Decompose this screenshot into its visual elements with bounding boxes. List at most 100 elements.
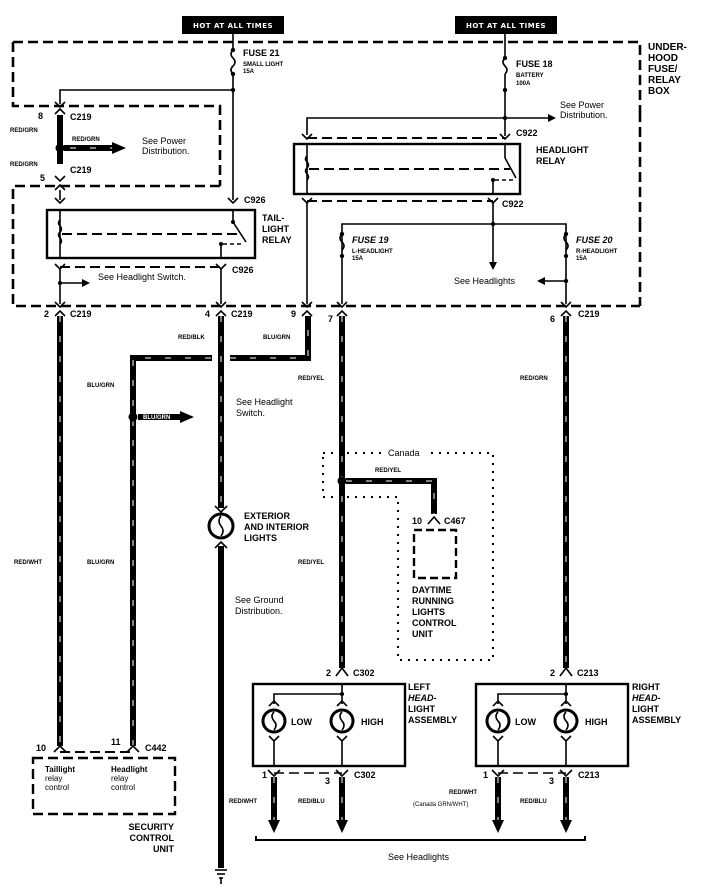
fuse-19: FUSE 19 L-HEADLIGHT 15A — [339, 231, 393, 262]
fuse20-rating: 15A — [576, 256, 588, 262]
security-headlight-1: Headlight — [111, 765, 148, 774]
c219-a-label: C219 — [70, 309, 92, 319]
headlight-relay: HEADLIGHT RELAY — [292, 142, 589, 196]
c302-bot-pin3: 3 — [325, 776, 330, 786]
exterior-interior-lights-bulb: EXTERIOR AND INTERIOR LIGHTS — [207, 505, 310, 549]
left-low-label: LOW — [291, 717, 312, 727]
drl-unit-label-2: RUNNING — [412, 596, 454, 606]
arrow-down-icon — [268, 820, 280, 833]
security-name-1: SECURITY — [128, 822, 174, 832]
c442-pin11: 11 — [111, 737, 121, 747]
c442-label: C442 — [145, 743, 167, 753]
security-name-3: UNIT — [153, 844, 174, 854]
security-headlight-3: control — [111, 783, 135, 792]
see-power-2-line1: See Power — [560, 100, 604, 110]
c213-bot-label: C213 — [578, 770, 600, 780]
c467-label: C467 — [444, 516, 466, 526]
wire-label-red-wht-r-bot-note: (Canada GRN/WHT) — [413, 802, 468, 808]
hot-at-all-times-banner-left: HOT AT ALL TIMES — [182, 16, 284, 34]
c926-bottom-label: C926 — [232, 265, 254, 275]
c442-pin10: 10 — [36, 743, 46, 753]
arrow-right-icon — [82, 279, 90, 287]
security-taillight-2: relay — [45, 774, 62, 783]
c219-c-label: C219 — [578, 309, 600, 319]
taillight-relay: C926 TAIL- LIGHT RELAY — [45, 140, 292, 260]
underhood-label-line3: FUSE/ — [648, 64, 678, 75]
wire-label-blu-grn-arrow: BLU/GRN — [143, 415, 170, 421]
canada-drl-region: Canada RED/YEL 10 C467 DAYTIME RUNNING L… — [322, 448, 494, 661]
security-headlight-2: relay — [111, 774, 128, 783]
right-low-label: LOW — [515, 717, 536, 727]
c467-pin: 10 — [412, 516, 422, 526]
see-headlight-switch-1: See Headlight Switch. — [98, 272, 186, 282]
c213-bot-pin3: 3 — [549, 776, 554, 786]
c219-pin7: 7 — [328, 314, 333, 324]
fuse19-desc: L-HEADLIGHT — [352, 249, 393, 255]
taillight-relay-label-1: TAIL- — [262, 213, 284, 223]
security-taillight-1: Taillight — [45, 765, 75, 774]
arrow-down-icon — [560, 820, 572, 833]
left-headlight-label-2: HEAD- — [408, 693, 437, 703]
c302-top-label: C302 — [353, 668, 375, 678]
ext-int-lights-label-2: AND INTERIOR — [244, 522, 310, 532]
c219-second-label: C219 — [70, 165, 92, 175]
c219-pin8: 8 — [38, 111, 43, 121]
banner-left-text: HOT AT ALL TIMES — [193, 22, 273, 30]
fuse21-rating: 15A — [243, 69, 255, 75]
headlight-relay-label-2: RELAY — [536, 156, 566, 166]
see-power-1-line1: See Power — [142, 136, 186, 146]
drl-unit-label-4: CONTROL — [412, 618, 457, 628]
security-name-2: CONTROL — [130, 833, 175, 843]
see-headlights-1: See Headlights — [454, 276, 516, 286]
see-headlight-switch-2-line1: See Headlight — [236, 397, 293, 407]
see-power-2-line2: Distribution. — [560, 110, 608, 120]
security-control-unit: 10 11 C442 Taillight relay control Headl… — [31, 737, 177, 854]
c219-pin5: 5 — [40, 173, 45, 183]
ext-int-lights-label-1: EXTERIOR — [244, 511, 291, 521]
underhood-label-line1: UNDER- — [648, 42, 687, 53]
c219-top-label: C219 — [70, 112, 92, 122]
ground-icon — [215, 869, 227, 884]
left-headlight-label-4: ASSEMBLY — [408, 715, 457, 725]
drl-unit-label-3: LIGHTS — [412, 607, 445, 617]
see-ground-line1: See Ground — [235, 595, 284, 605]
wire-label-red-wht-r-bot: RED/WHT — [449, 790, 477, 796]
right-high-label: HIGH — [585, 717, 608, 727]
left-headlight-assembly: 2 C302 LOW HIGH LEFT HEAD- LIGHT ASSEMBL… — [251, 666, 457, 768]
c922-bottom-label: C922 — [502, 199, 524, 209]
c302-bot-label: C302 — [354, 770, 376, 780]
underhood-label-line2: HOOD — [648, 53, 678, 64]
c302-top-pin: 2 — [326, 668, 331, 678]
c213-bot-pin1: 1 — [483, 770, 488, 780]
drl-unit-label-5: UNIT — [412, 629, 433, 639]
fuse21-name: FUSE 21 — [243, 48, 280, 58]
c922-top-label: C922 — [516, 128, 538, 138]
headlight-relay-label-1: HEADLIGHT — [536, 145, 589, 155]
wire-label-red-yel-1: RED/YEL — [298, 376, 324, 382]
c213-top-pin: 2 — [550, 668, 555, 678]
fuse-21: FUSE 21 SMALL LIGHT 15A — [230, 34, 284, 140]
fuse20-desc: R-HEADLIGHT — [576, 249, 618, 255]
fuse-18: FUSE 18 BATTERY 100A — [502, 34, 553, 136]
fuse19-rating: 15A — [352, 256, 364, 262]
right-headlight-label-4: ASSEMBLY — [632, 715, 681, 725]
arrow-down-icon — [336, 820, 348, 833]
underhood-label-line4: RELAY — [648, 75, 681, 86]
fuse18-rating: 100A — [516, 81, 531, 87]
wire-label-red-wht-l-bot: RED/WHT — [229, 799, 257, 805]
left-headlight-label-1: LEFT — [408, 682, 431, 692]
see-power-1-line2: Distribution. — [142, 146, 190, 156]
fuse18-desc: BATTERY — [516, 73, 544, 79]
fuse20-name: FUSE 20 — [576, 235, 613, 245]
fuse18-name: FUSE 18 — [516, 59, 553, 69]
underhood-label: UNDER- HOOD FUSE/ RELAY BOX — [648, 42, 687, 97]
right-headlight-label-2: HEAD- — [632, 693, 661, 703]
wire-label-red-blu-l-bot: RED/BLU — [298, 799, 325, 805]
c219-pin4: 4 — [205, 309, 210, 319]
c219-b-label: C219 — [231, 309, 253, 319]
wire-label-red-grn-2: RED/GRN — [72, 137, 100, 143]
see-headlight-switch-2-line2: Switch. — [236, 408, 265, 418]
harness-wires — [57, 316, 569, 868]
wire-label-red-grn-1: RED/GRN — [10, 128, 38, 134]
